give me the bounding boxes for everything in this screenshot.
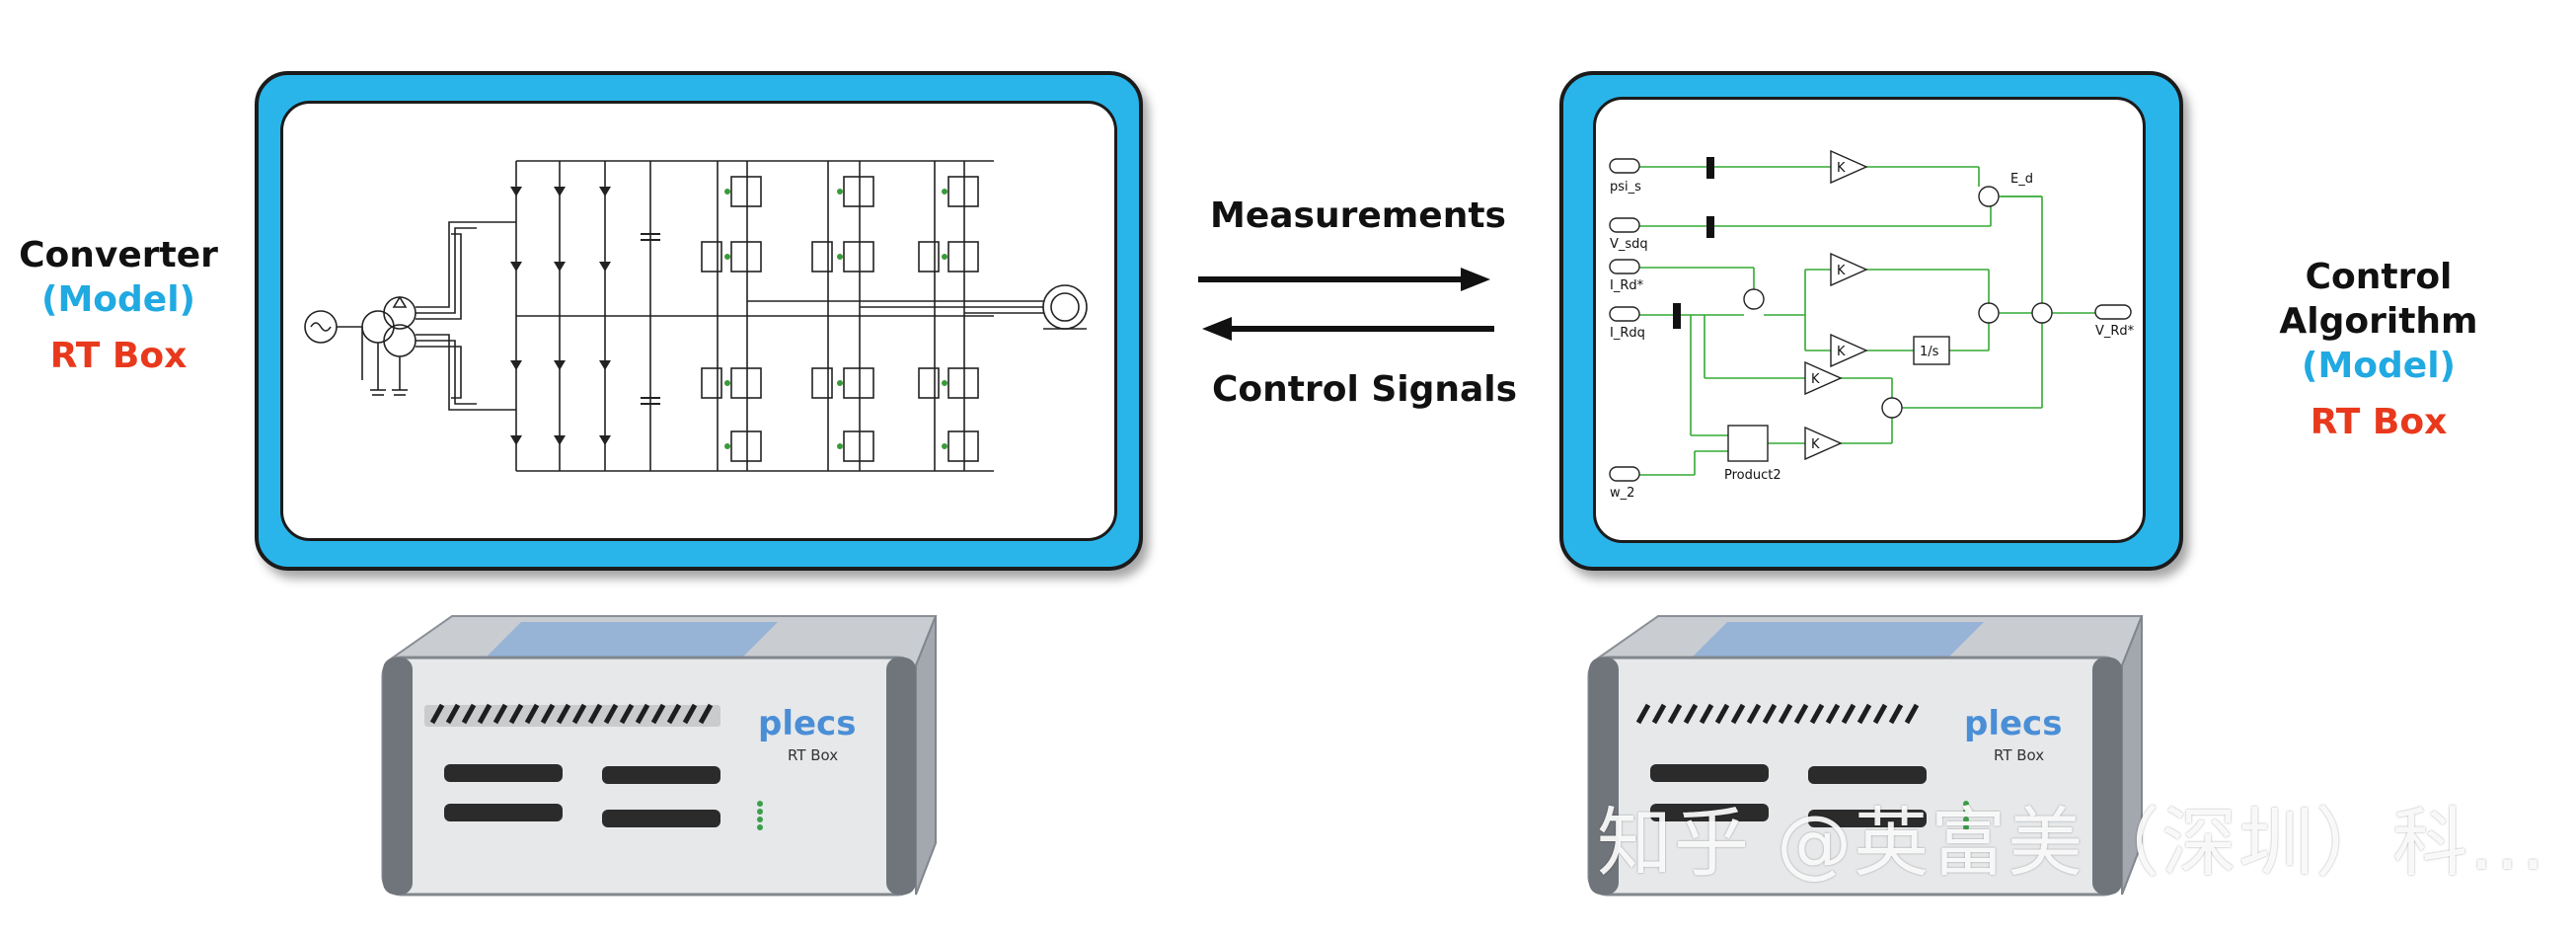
rt-box-left: plecs RT Box xyxy=(381,615,938,897)
rectifier-diodes xyxy=(510,187,611,445)
demux-bars xyxy=(1673,157,1714,329)
vent-slots-right xyxy=(1635,703,1920,725)
input-psi-s xyxy=(1609,158,1640,174)
label-psi-s: psi_s xyxy=(1610,180,1641,195)
inverter-igbts xyxy=(701,176,979,462)
rt-box-model-left: RT Box xyxy=(788,746,838,764)
label-gain-5: K xyxy=(1811,437,1820,452)
product-block xyxy=(1727,425,1769,462)
watermark: 知乎 @英富美（深圳）科... xyxy=(1597,799,2547,887)
sum-block-4 xyxy=(2031,302,2053,324)
sum-block-3 xyxy=(1978,302,2000,324)
integrator-block xyxy=(1913,336,1950,365)
label-i-rd: I_Rd* xyxy=(1610,278,1644,293)
plecs-logo-left: plecs xyxy=(758,704,856,743)
label-product: Product2 xyxy=(1724,468,1781,483)
label-i-rdq: I_Rdq xyxy=(1610,326,1645,341)
label-v-sdq: V_sdq xyxy=(1610,237,1648,252)
control-signals-label: Control Signals xyxy=(1212,369,1518,410)
gain-block-4 xyxy=(1804,360,1843,396)
left-title: Converter xyxy=(19,235,218,275)
gain-block-3 xyxy=(1830,333,1868,368)
db-connectors-right xyxy=(1650,764,1927,827)
gain-block-2 xyxy=(1830,252,1868,287)
output-v-rd xyxy=(2094,304,2132,320)
rt-box-right: plecs RT Box xyxy=(1587,615,2144,897)
control-block-diagram: psi_s V_sdq I_Rd* I_Rdq w_2 K K K K K 1/… xyxy=(1609,149,2135,501)
input-i-rdq xyxy=(1609,306,1640,322)
right-title: Control Algorithm xyxy=(2279,257,2478,342)
left-label-group: Converter (Model) RT Box xyxy=(10,233,227,378)
plecs-logo-right: plecs xyxy=(1964,704,2062,743)
converter-panel xyxy=(255,71,1143,571)
measurements-arrow xyxy=(1198,268,1490,291)
sum-block-1 xyxy=(1978,186,2000,207)
input-v-sdq xyxy=(1609,217,1640,233)
converter-schematic xyxy=(304,160,1088,472)
right-device: RT Box xyxy=(2310,402,2448,442)
left-subtitle: (Model) xyxy=(41,279,195,320)
label-gain-1: K xyxy=(1837,161,1846,176)
right-label-group: Control Algorithm (Model) RT Box xyxy=(2201,255,2556,444)
input-w-2 xyxy=(1609,466,1640,482)
label-w-2: w_2 xyxy=(1610,486,1634,501)
label-integrator: 1/s xyxy=(1920,345,1939,359)
label-e-d: E_d xyxy=(2010,172,2033,187)
label-gain-4: K xyxy=(1811,372,1820,387)
gain-block-5 xyxy=(1804,426,1843,461)
rt-box-model-right: RT Box xyxy=(1994,746,2044,764)
vent-slots xyxy=(429,703,714,725)
converter-schematic-canvas xyxy=(280,101,1117,541)
sum-block-2 xyxy=(1743,288,1765,310)
control-diagram-canvas: psi_s V_sdq I_Rd* I_Rdq w_2 K K K K K 1/… xyxy=(1593,97,2146,543)
sum-block-5 xyxy=(1881,397,1903,419)
db-connectors-left xyxy=(444,764,720,827)
status-leds-right xyxy=(1963,801,1969,830)
left-device: RT Box xyxy=(49,336,188,376)
control-panel: psi_s V_sdq I_Rd* I_Rdq w_2 K K K K K 1/… xyxy=(1559,71,2183,571)
input-i-rd xyxy=(1609,259,1640,274)
right-subtitle: (Model) xyxy=(2302,346,2456,386)
measurements-label: Measurements xyxy=(1210,195,1506,236)
label-v-rd: V_Rd* xyxy=(2095,324,2135,339)
dc-capacitors xyxy=(641,233,660,405)
label-gain-2: K xyxy=(1837,264,1846,278)
label-gain-3: K xyxy=(1837,345,1846,359)
status-leds-left xyxy=(757,801,763,830)
gain-block-1 xyxy=(1830,149,1868,185)
control-signals-arrow xyxy=(1202,317,1494,341)
gate-markers xyxy=(724,189,947,449)
